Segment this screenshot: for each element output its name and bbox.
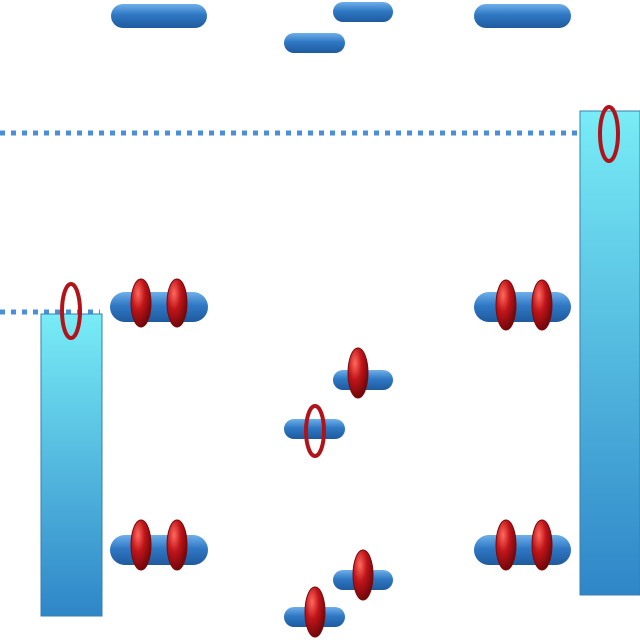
top-level-bar — [333, 2, 393, 22]
level-bar — [474, 535, 571, 565]
center-lower-dot — [284, 549, 393, 638]
electron — [304, 586, 326, 638]
left-reservoir — [40, 313, 103, 617]
level-bar — [474, 292, 571, 322]
right-lower-level-pair — [474, 519, 571, 571]
level-bar — [110, 292, 208, 322]
top-level-bar — [111, 4, 207, 28]
electron — [130, 519, 152, 571]
electron — [166, 278, 188, 328]
electron — [495, 519, 517, 571]
electron — [531, 279, 553, 331]
center-upper-dot — [284, 347, 393, 458]
electron — [352, 549, 374, 601]
hole — [304, 404, 326, 458]
right-upper-level-pair — [474, 279, 571, 331]
left-upper-level-pair — [110, 278, 208, 328]
electron — [130, 278, 152, 328]
electron — [495, 279, 517, 331]
left-reservoir-hole — [60, 282, 82, 340]
level-bar — [110, 535, 208, 565]
left-lower-level-pair — [110, 519, 208, 571]
level-bar — [284, 419, 345, 439]
electron — [347, 347, 369, 399]
top-level-bar — [284, 33, 345, 53]
right-reservoir-hole — [598, 105, 620, 163]
electron — [531, 519, 553, 571]
top-level-bar — [474, 4, 571, 28]
electron — [166, 519, 188, 571]
right-reservoir — [579, 110, 640, 596]
